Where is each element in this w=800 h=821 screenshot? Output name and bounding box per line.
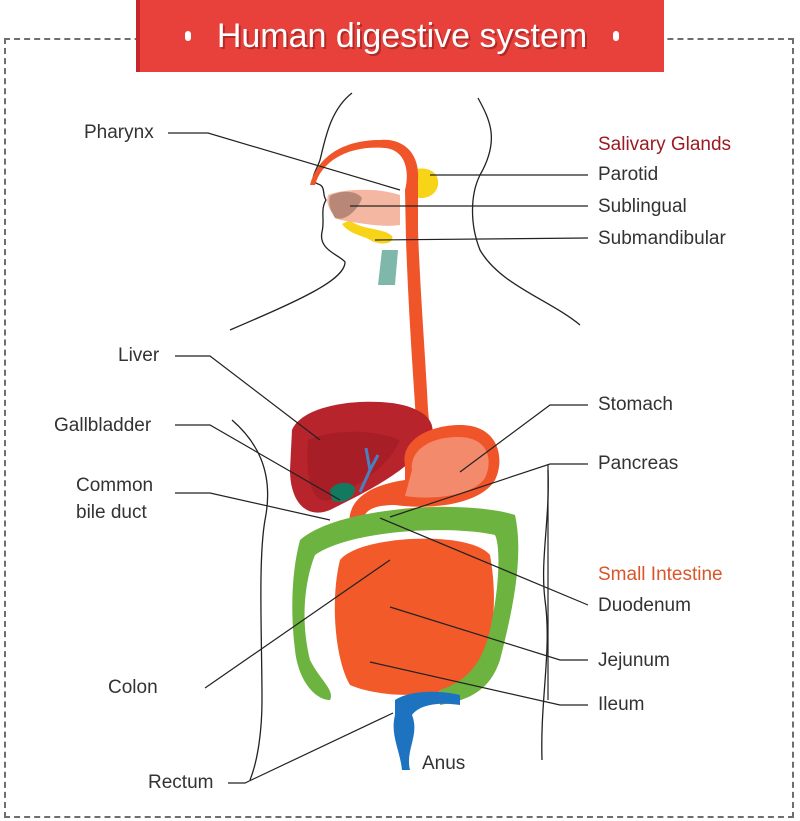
pharynx-line (168, 132, 401, 191)
small-intestine (334, 538, 494, 695)
trachea (378, 250, 398, 285)
jejunum-line (389, 606, 588, 661)
submandibular-line (374, 237, 589, 241)
label-ileum: Ileum (598, 694, 645, 715)
gallbladder-line (175, 424, 341, 501)
face-outline (229, 92, 353, 331)
leader-lines (168, 132, 589, 784)
label-sublingual: Sublingual (598, 196, 687, 217)
ileum-line (369, 661, 588, 706)
label-pharynx: Pharynx (84, 122, 154, 143)
submandibular-gland (342, 220, 393, 244)
bullet-icon (184, 31, 191, 41)
torso-outline-right (541, 469, 549, 761)
title-banner: Human digestive system (136, 0, 664, 72)
label-anus: Anus (422, 753, 466, 774)
pancreas-line (389, 463, 588, 518)
label-gallbladder: Gallbladder (54, 415, 152, 436)
label-rectum: Rectum (148, 772, 214, 793)
colon-line (204, 559, 391, 689)
label-stomach: Stomach (598, 394, 673, 415)
stomach (405, 437, 489, 498)
colon (292, 507, 519, 705)
stomach-line (459, 404, 588, 473)
label-pancreas: Pancreas (598, 453, 679, 474)
teeth (329, 191, 362, 219)
label-colon: Colon (108, 677, 158, 698)
liver-line (175, 355, 321, 441)
label-liver: Liver (118, 345, 160, 366)
label-submandibular: Submandibular (598, 228, 726, 249)
bile-duct-line (175, 492, 331, 521)
liver-lobe (307, 431, 400, 501)
label-parotid: Parotid (598, 164, 659, 185)
duodenum-line (379, 517, 589, 606)
body-outline (229, 92, 581, 781)
label-duodenum: Duodenum (598, 595, 691, 616)
rectum-line (228, 712, 394, 784)
group-salivary-glands: Salivary Glands (598, 134, 732, 155)
bullet-icon (613, 31, 620, 41)
label-jejunum: Jejunum (598, 650, 670, 671)
rectum (393, 691, 460, 770)
page-title: Human digestive system (216, 16, 588, 55)
neck-outline-right (471, 97, 581, 326)
label-common-bile-duct-line2: bile duct (76, 502, 147, 523)
bile-duct (358, 447, 380, 493)
label-common-bile-duct-line1: Common (76, 475, 154, 496)
group-small-intestine: Small Intestine (598, 564, 723, 585)
torso-outline-left (231, 419, 269, 781)
